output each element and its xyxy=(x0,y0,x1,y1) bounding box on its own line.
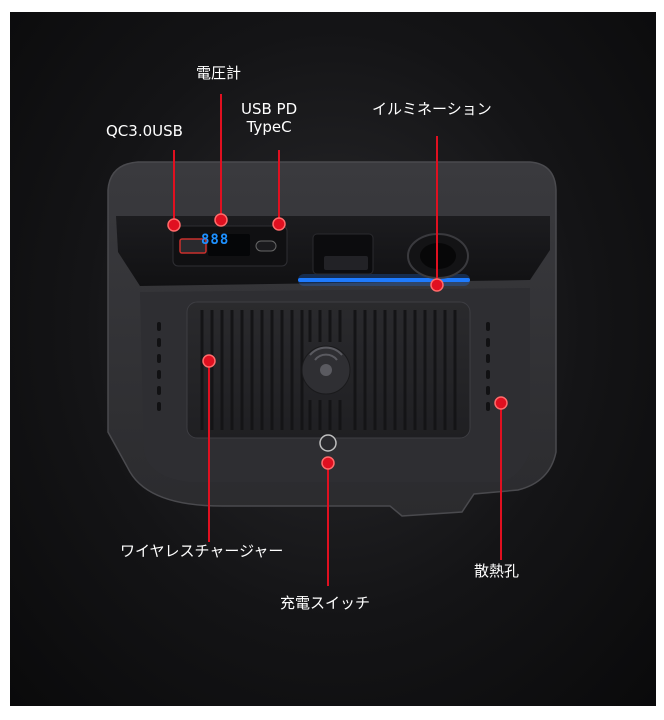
console-tray-illustration xyxy=(107,94,557,586)
label-usb-pd-line2: TypeC xyxy=(246,118,292,136)
leader-lines xyxy=(173,94,502,586)
vent-right xyxy=(486,322,490,411)
marker-dots xyxy=(167,213,508,470)
label-usb-pd-line1: USB PD xyxy=(241,100,298,118)
pad-ribs xyxy=(200,310,457,430)
illumination-strip xyxy=(298,278,470,282)
label-vent: 散熱孔 xyxy=(474,562,520,580)
qc-usb-port xyxy=(179,238,207,254)
voltmeter-display: 888 xyxy=(201,232,230,248)
vent-left xyxy=(157,322,161,411)
label-voltmeter: 電圧計 xyxy=(196,64,242,82)
wireless-charging-icon xyxy=(301,345,351,395)
label-qc-usb: QC3.0USB xyxy=(106,122,183,140)
product-photo: 888 電圧計 USB PD TypeC QC3.0USB イルミネーション ワ… xyxy=(10,12,656,706)
label-usb-pd: USB PD TypeC xyxy=(241,100,297,136)
label-wireless-charger: ワイヤレスチャージャー xyxy=(120,542,284,560)
usb-c-port xyxy=(255,240,277,252)
label-charge-switch: 充電スイッチ xyxy=(280,594,371,612)
label-illumination: イルミネーション xyxy=(372,100,492,118)
charge-switch-button xyxy=(319,434,337,452)
